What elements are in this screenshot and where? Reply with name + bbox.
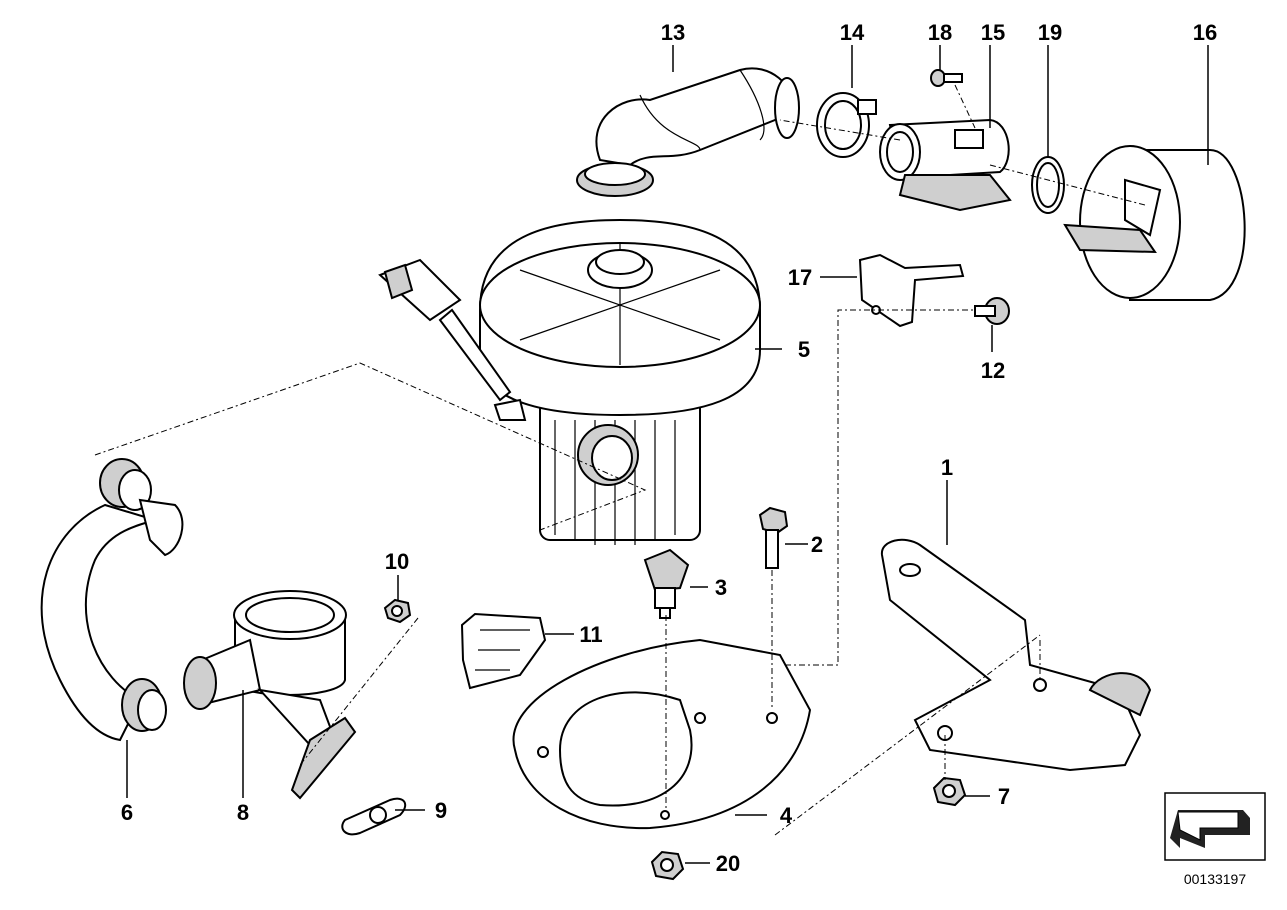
label-18: 18 [928,20,952,45]
label-3: 3 [715,575,727,600]
leader-lines [126,45,1209,864]
label-6: 6 [121,800,133,825]
label-4: 4 [780,803,793,828]
label-20: 20 [716,851,740,876]
label-11: 11 [579,622,602,647]
label-17: 17 [788,265,812,290]
label-2: 2 [811,532,823,557]
part-3-sensor [643,548,690,619]
part-11-clip [460,612,547,690]
part-6-hose [40,458,184,742]
part-17-bracket [858,253,965,328]
part-10-nut [383,598,412,624]
pump-connector-cable [378,258,512,402]
document-number: 00133197 [1184,871,1247,887]
part-20-nut [650,850,685,881]
label-8: 8 [237,800,249,825]
part-19-o-ring [1031,156,1065,214]
part-7-nut [932,776,967,807]
part-13-hose [576,67,800,197]
direction-arrow-icon [1164,792,1266,861]
label-19: 19 [1038,20,1062,45]
label-7: 7 [998,784,1010,809]
part-5-air-pump [479,218,761,545]
label-12: 12 [981,358,1005,383]
label-13: 13 [661,20,685,45]
label-15: 15 [981,20,1005,45]
label-1: 1 [941,455,953,480]
part-8-valve-body [183,590,357,800]
label-9: 9 [435,798,447,823]
part-14-clamp [816,92,877,158]
part-1-bracket [880,538,1152,772]
part-2-bolt [758,506,789,569]
part-16-filter-housing [1063,145,1246,301]
assembly-lines [94,84,1146,836]
label-14: 14 [840,20,865,45]
label-5: 5 [798,337,810,362]
part-12-bolt [974,297,1010,325]
part-18-screw [930,69,963,87]
label-10: 10 [385,549,409,574]
part-4-mounting-plate [512,638,812,830]
label-16: 16 [1193,20,1217,45]
part-labels: 13 14 18 15 19 16 17 5 12 1 2 10 3 11 4 … [121,20,1217,876]
part-15-valve [879,118,1012,212]
part-9-gasket [341,797,407,836]
